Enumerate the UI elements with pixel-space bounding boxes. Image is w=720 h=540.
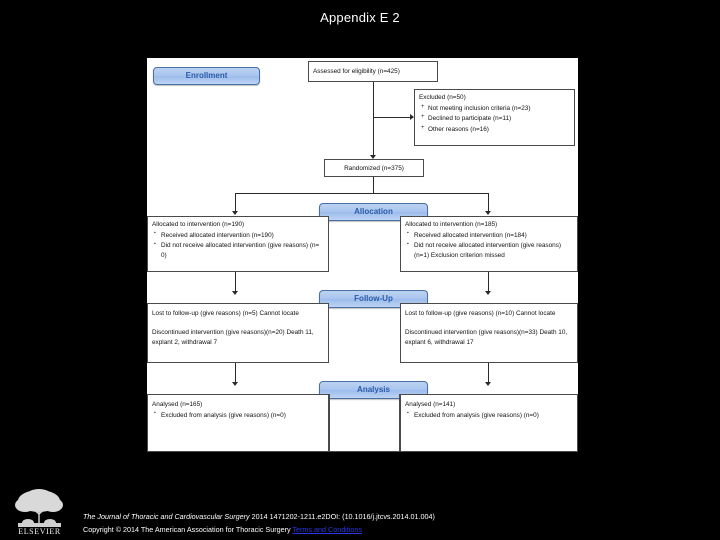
analysis-left-list: Excluded from analysis (give reasons) (n…: [152, 410, 324, 421]
footer: The Journal of Thoracic and Cardiovascul…: [83, 511, 683, 536]
randomized-box: Randomized (n=375): [324, 159, 424, 177]
list-item: Received allocated intervention (n=190): [154, 230, 324, 241]
connector-split-left: [235, 193, 236, 214]
assessed-text: Assessed for eligibility (n=425): [313, 68, 400, 75]
allocation-left-list: Received allocated intervention (n=190) …: [152, 230, 324, 261]
page-title: Appendix E 2: [320, 10, 400, 25]
consort-flow-diagram: Enrollment Assessed for eligibility (n=4…: [147, 58, 578, 452]
connector-randomized-down: [373, 177, 374, 193]
connector-to-excluded: [373, 117, 411, 118]
followup-left-line1: Lost to follow-up (give reasons) (n=5) C…: [152, 310, 299, 317]
allocation-left-header: Allocated to intervention (n=190): [152, 221, 245, 228]
allocation-right-header: Allocated to intervention (n=185): [405, 221, 498, 228]
allocation-right-list: Received allocated intervention (n=184) …: [405, 230, 573, 261]
followup-right-line2: Discontinued intervention (give reasons)…: [405, 328, 568, 346]
elsevier-wordmark: ELSEVIER: [18, 527, 61, 536]
list-item: Did not receive allocated intervention (…: [154, 241, 324, 261]
excluded-box: Excluded (n=50) Not meeting inclusion cr…: [414, 89, 575, 146]
analysis-middle-divider-bottom: [329, 451, 400, 452]
copyright-text: Copyright © 2014 The American Associatio…: [83, 524, 293, 534]
list-item: Received allocated intervention (n=184): [407, 230, 573, 241]
analysis-left-box: Analysed (n=165) Excluded from analysis …: [147, 394, 329, 452]
analysis-right-box: Analysed (n=141) Excluded from analysis …: [400, 394, 578, 452]
arrow-followup-right-icon: [485, 291, 491, 295]
list-item: Excluded from analysis (give reasons) (n…: [154, 410, 324, 421]
randomized-text: Randomized (n=375): [344, 165, 404, 172]
stage-badge-enrollment: Enrollment: [153, 67, 260, 85]
list-item: Declined to participate (n=11): [421, 113, 570, 124]
followup-left-box: Lost to follow-up (give reasons) (n=5) C…: [147, 303, 329, 363]
elsevier-tree-icon: [8, 487, 71, 531]
followup-right-box: Lost to follow-up (give reasons) (n=10) …: [400, 303, 578, 363]
connector-split-right: [488, 193, 489, 214]
elsevier-logo: ELSEVIER: [8, 487, 71, 537]
arrow-alloc-right-icon: [485, 211, 491, 215]
list-item: Did not receive allocated intervention (…: [407, 241, 573, 261]
connector-followup-right-down: [488, 363, 489, 384]
followup-left-line2: Discontinued intervention (give reasons)…: [152, 328, 314, 346]
list-item: Excluded from analysis (give reasons) (n…: [407, 410, 573, 421]
analysis-middle-divider-left: [329, 394, 330, 452]
analysis-right-header: Analysed (n=141): [405, 401, 456, 408]
copyright-line: Copyright © 2014 The American Associatio…: [83, 524, 683, 537]
followup-right-line1: Lost to follow-up (give reasons) (n=10) …: [405, 310, 556, 317]
excluded-header: Excluded (n=50): [419, 94, 466, 101]
allocation-left-box: Allocated to intervention (n=190) Receiv…: [147, 216, 329, 272]
connector-split-horizontal: [235, 193, 489, 194]
citation-line: The Journal of Thoracic and Cardiovascul…: [83, 511, 683, 524]
assessed-for-eligibility-box: Assessed for eligibility (n=425): [308, 61, 438, 82]
arrow-analysis-right-icon: [485, 382, 491, 386]
excluded-list: Not meeting inclusion criteria (n=23) De…: [419, 103, 570, 135]
analysis-right-list: Excluded from analysis (give reasons) (n…: [405, 410, 573, 421]
connector-alloc-left-down: [235, 272, 236, 293]
connector-alloc-right-down: [488, 272, 489, 293]
arrow-followup-left-icon: [232, 291, 238, 295]
list-item: Not meeting inclusion criteria (n=23): [421, 103, 570, 114]
arrow-alloc-left-icon: [232, 211, 238, 215]
connector-assessed-to-randomized: [373, 82, 374, 158]
list-item: Other reasons (n=16): [421, 124, 570, 135]
analysis-left-header: Analysed (n=165): [152, 401, 203, 408]
citation-details: 2014 1471202-1211.e2DOI: (10.1016/j.jtcv…: [249, 512, 435, 521]
arrow-to-randomized-icon: [370, 155, 376, 159]
terms-and-conditions-link[interactable]: Terms and Conditions: [292, 524, 362, 534]
journal-name: The Journal of Thoracic and Cardiovascul…: [83, 512, 250, 521]
connector-followup-left-down: [235, 363, 236, 384]
allocation-right-box: Allocated to intervention (n=185) Receiv…: [400, 216, 578, 272]
arrow-analysis-left-icon: [232, 382, 238, 386]
analysis-middle-divider-right: [399, 394, 400, 452]
arrow-to-excluded-icon: [410, 114, 414, 120]
